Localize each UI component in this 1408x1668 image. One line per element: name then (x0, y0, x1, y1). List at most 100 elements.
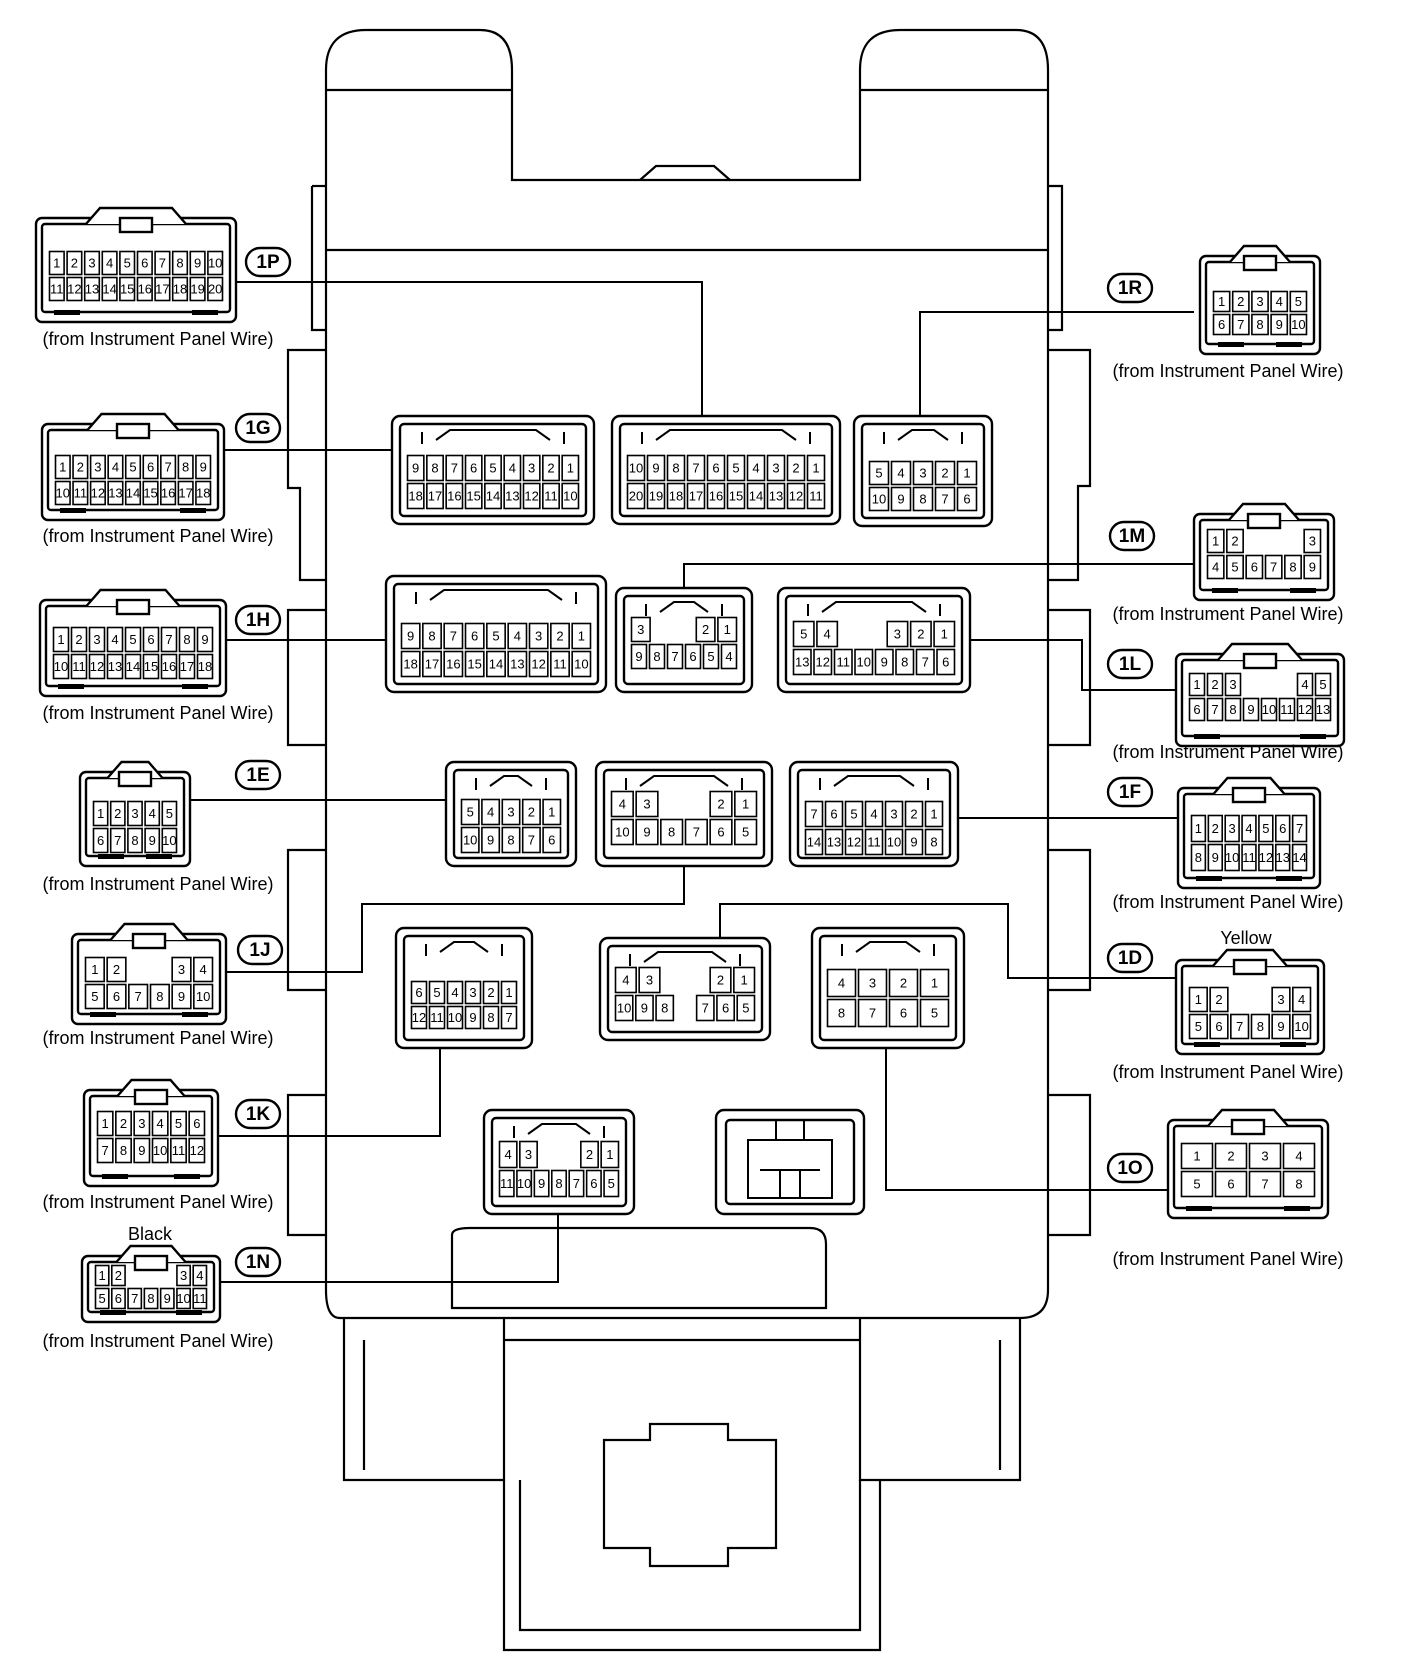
pin-cell (500, 980, 518, 1005)
pin-number: 13 (795, 654, 809, 669)
pin-number: 6 (147, 632, 154, 647)
pin-cell (924, 828, 944, 856)
pin-number: 11 (50, 281, 64, 296)
pin-cell (706, 482, 726, 510)
pin-cell (406, 482, 425, 510)
pin-number: 16 (447, 488, 461, 503)
pin-number: 6 (900, 1005, 907, 1020)
pin-cell (686, 454, 706, 482)
pin-cell (188, 1110, 206, 1137)
pin-number: 1 (931, 975, 938, 990)
pin-cell (464, 482, 483, 510)
pin-cell (151, 1137, 169, 1164)
pin-cell (934, 460, 956, 486)
pin-number: 17 (689, 488, 703, 503)
connector-rail (176, 1310, 202, 1315)
connector-latch (86, 412, 180, 431)
pin-number: 2 (910, 806, 917, 821)
pin-number: 8 (507, 832, 514, 847)
pin-cell (133, 1137, 151, 1164)
pin-cell (101, 276, 118, 302)
pin-number: 12 (531, 656, 545, 671)
pin-cell (171, 250, 189, 276)
pin-number: 10 (1294, 1019, 1308, 1034)
socket-cavities (747, 1120, 833, 1199)
socket-keying (513, 1123, 605, 1138)
pin-cell (1224, 672, 1242, 697)
pin-cell (806, 454, 826, 482)
connector-rail (182, 1012, 208, 1017)
connector-id-badge (234, 1098, 282, 1130)
pin-cell (481, 826, 501, 854)
pin-cell (501, 798, 521, 826)
pin-number: 10 (54, 659, 68, 674)
pin-number: 8 (901, 654, 908, 669)
connector-lock-tab (1230, 1118, 1266, 1136)
pin-number: 9 (407, 628, 414, 643)
pin-cell (585, 1169, 602, 1198)
pin-number: 18 (196, 485, 210, 500)
pin-cell (192, 1264, 208, 1287)
leader-line (919, 311, 1194, 416)
pin-number: 6 (193, 1116, 200, 1131)
pin-number: 1 (1195, 992, 1202, 1007)
pin-number: 13 (505, 488, 519, 503)
block-outline (1048, 608, 1092, 747)
pin-cell (826, 968, 857, 998)
pin-number: 9 (200, 459, 207, 474)
pin-number: 3 (138, 1116, 145, 1131)
pin-cell (1250, 1013, 1270, 1040)
connector-id-badge (234, 1246, 282, 1278)
pin-number: 2 (702, 622, 709, 637)
pin-cell (445, 482, 464, 510)
pin-cell (464, 454, 483, 482)
pin-number: 7 (573, 1176, 580, 1191)
connector-caption: (from Instrument Panel Wire) (1112, 892, 1343, 912)
pin-number: 4 (1298, 992, 1305, 1007)
pin-cell (857, 968, 888, 998)
pin-cell (1292, 986, 1312, 1013)
pin-number: 10 (872, 491, 886, 506)
pin-cell (84, 983, 105, 1010)
pin-number: 17 (425, 656, 439, 671)
pin-cell (646, 482, 666, 510)
pin-number: 1 (741, 972, 748, 987)
pin-number: 3 (507, 804, 514, 819)
pin-cell (580, 1140, 599, 1169)
pin-cell (1271, 986, 1291, 1013)
pin-number: 5 (492, 628, 499, 643)
pin-number: 10 (448, 1010, 462, 1025)
pin-number: 14 (126, 485, 140, 500)
pin-number: 2 (528, 804, 535, 819)
leader-line (683, 563, 1194, 588)
pin-cell (626, 454, 646, 482)
connector-latch (109, 922, 189, 941)
connector-rail (90, 1012, 116, 1017)
pin-number: 8 (1256, 317, 1263, 332)
pin-cell (550, 1169, 568, 1198)
pin-cell (1274, 814, 1291, 843)
pin-number: 4 (149, 806, 156, 821)
pin-cell (1282, 1170, 1316, 1198)
pin-number: 5 (732, 460, 739, 475)
pin-cell (726, 482, 746, 510)
pin-cell (107, 480, 124, 506)
block-outline (639, 164, 731, 181)
pin-cell (484, 482, 502, 510)
connector-id-badge (1106, 1152, 1154, 1184)
pin-cell (824, 800, 844, 828)
pin-cell (83, 276, 101, 302)
pin-cell (1190, 814, 1207, 843)
pin-cell (400, 650, 421, 678)
pin-number: 9 (643, 824, 650, 839)
leader-lines (190, 281, 1194, 1283)
pin-cell (550, 622, 570, 650)
pin-cell (1214, 1142, 1248, 1170)
pin-cell (115, 1110, 132, 1137)
pin-cell (522, 482, 541, 510)
pin-cell (207, 276, 224, 302)
